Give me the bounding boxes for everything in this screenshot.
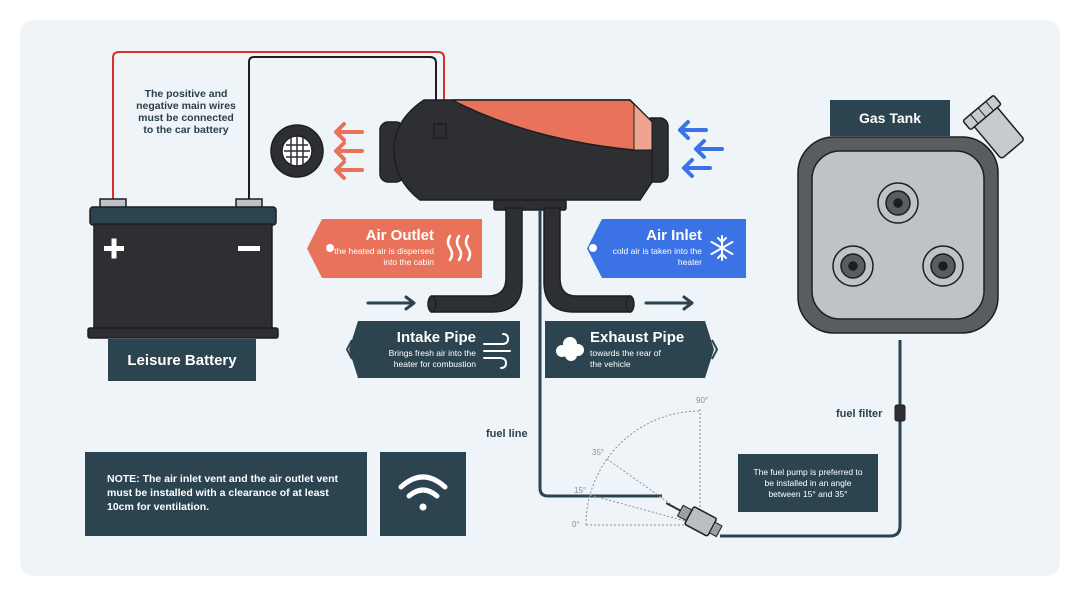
cold-air-arrows [678, 120, 724, 178]
wifi-icon [398, 474, 448, 511]
air-outlet-tag [307, 219, 482, 278]
leisure-battery [87, 198, 279, 339]
angle-35-label: 35° [592, 448, 605, 457]
pump-note: The fuel pump is preferred to be install… [753, 466, 863, 499]
air-outlet-text: Air Outlet the heated air is dispersed i… [330, 227, 434, 268]
gas-tank-label: Gas Tank [859, 110, 921, 126]
fuel-filter [894, 404, 906, 422]
intake-box [345, 321, 520, 378]
diesel-heater [379, 99, 669, 211]
wire-note: The positive and negative main wires mus… [136, 88, 236, 136]
intake-pipe-title: Intake Pipe [396, 329, 476, 346]
positive-wire [112, 51, 445, 203]
gas-tank [797, 95, 1024, 334]
smoke-cloud-icon [556, 337, 584, 361]
air-inlet-desc: cold air is taken into the heater [612, 246, 702, 267]
exhaust-pipe-shape [543, 207, 635, 313]
note-box: NOTE: The air inlet vent and the air out… [85, 452, 367, 536]
angle-90-label: 90° [696, 396, 709, 405]
note-text: NOTE: The air inlet vent and the air out… [107, 473, 339, 513]
wind-icon [483, 333, 511, 369]
pump-note-box: The fuel pump is preferred to be install… [738, 454, 878, 512]
fuel-line [538, 210, 662, 498]
air-inlet-text: Air Inlet cold air is taken into the hea… [604, 227, 702, 268]
air-outlet-desc: the heated air is dispersed into the cab… [334, 246, 434, 267]
air-inlet-tag [587, 219, 746, 278]
exhaust-pipe-text: Exhaust Pipe towards the rear of the veh… [590, 329, 700, 370]
exhaust-box [545, 321, 719, 378]
exhaust-pipe-title: Exhaust Pipe [590, 329, 685, 346]
snowflake-icon [710, 235, 734, 261]
fuel-line-label: fuel line [486, 428, 528, 440]
air-outlet-title: Air Outlet [365, 227, 434, 244]
exhaust-pipe-desc: towards the rear of the vehicle [590, 348, 661, 369]
air-outlet-vent [270, 124, 324, 178]
angle-15-label: 15° [574, 486, 587, 495]
wifi-box-bg [380, 452, 466, 536]
negative-wire [248, 56, 437, 203]
hot-air-arrows [334, 122, 364, 180]
fuel-line-to-tank [720, 340, 902, 538]
battery-label: Leisure Battery [127, 351, 237, 369]
airflow-arrows [366, 295, 694, 311]
fuel-filter-label: fuel filter [836, 408, 883, 420]
gas-tank-label-box: Gas Tank [830, 100, 950, 136]
intake-pipe-desc: Brings fresh air into the heater for com… [388, 348, 476, 369]
wifi-box [380, 452, 466, 536]
intake-pipe-shape [427, 207, 523, 313]
intake-pipe-text: Intake Pipe Brings fresh air into the he… [370, 329, 476, 370]
air-inlet-title: Air Inlet [646, 227, 702, 244]
heat-waves-icon [446, 234, 472, 262]
fuel-pump [665, 502, 723, 538]
battery-label-box: Leisure Battery [108, 339, 256, 381]
angle-0-label: 0° [572, 520, 580, 529]
